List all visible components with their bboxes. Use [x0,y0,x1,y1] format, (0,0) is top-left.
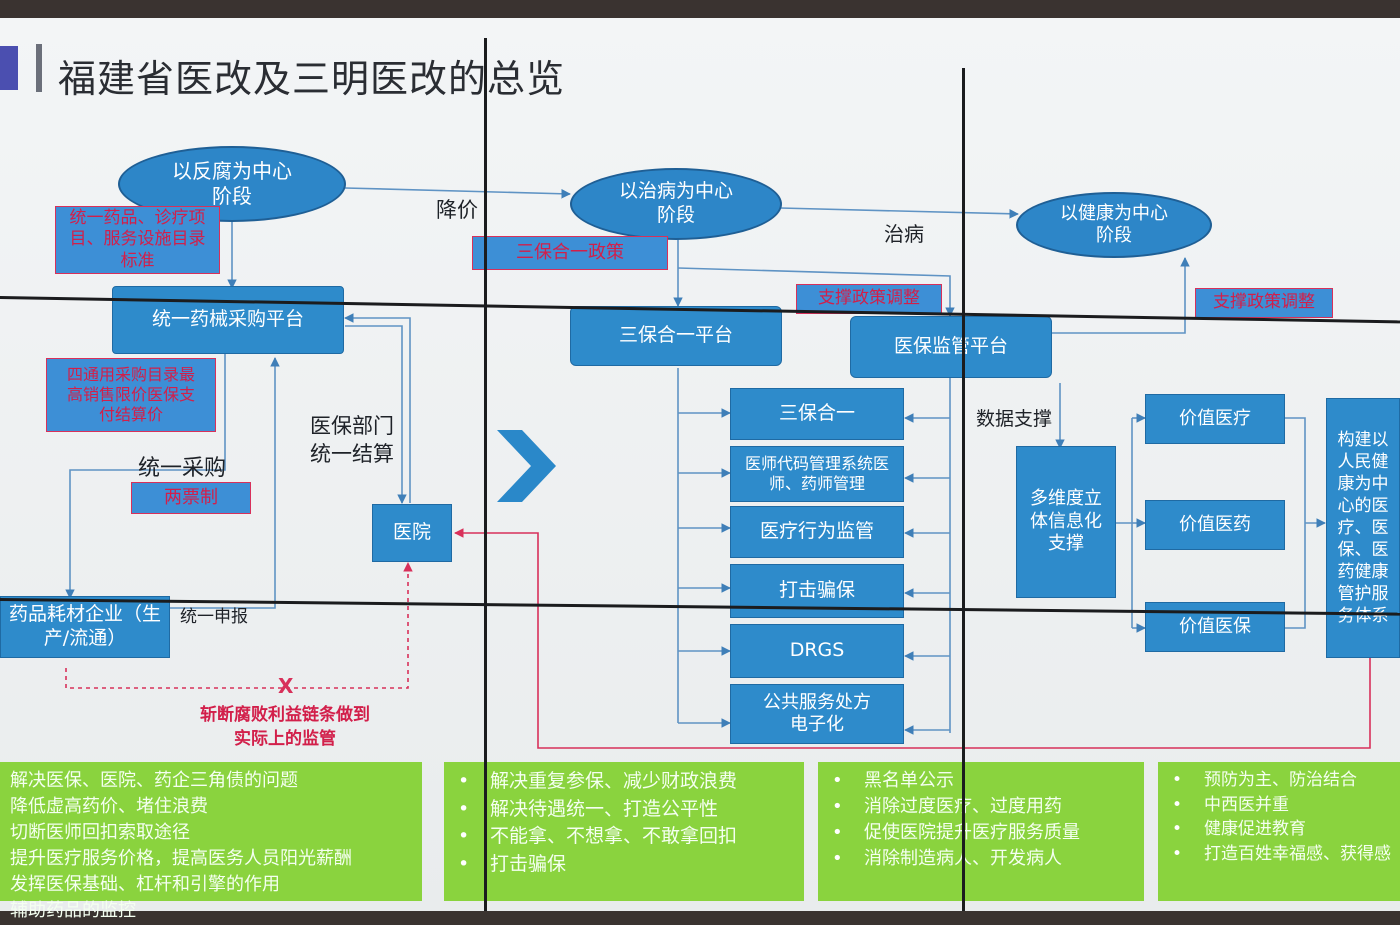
outcome-item: 解决医保、医院、药企三角债的问题 [10,770,298,791]
x-mark-icon: X [278,674,294,698]
panel-health-outcomes: 预防为主、防治结合 中西医并重 健康促进教育 打造百姓幸福感、获得感 [1158,762,1400,901]
box-three-in-one: 三保合一 [730,388,904,440]
outcome-item: 解决重复参保、减少财政浪费 [458,768,804,796]
label-data-support: 数据支撑 [976,408,1053,430]
note-three-in-one-policy: 三保合一政策 [472,236,668,270]
outcome-item: 健康促进教育 [1172,817,1400,842]
box-physician-code: 医师代码管理系统医师、药师管理 [730,446,904,502]
outcome-item: 黑名单公示 [832,768,1144,794]
outcome-item: 预防为主、防治结合 [1172,768,1400,793]
presentation-screen: 福建省医改及三明医改的总览 [0,18,1400,921]
outcome-item: 打击骗保 [458,851,804,879]
stage-anticorruption-label: 以反腐为中心阶段 [172,159,292,208]
note-policy-adjust-1: 支撑政策调整 [796,284,942,314]
stage-treatment: 以治病为中心阶段 [570,168,782,240]
title-accent-tab [0,46,18,90]
label-insurance-settlement: 医保部门统一结算 [310,414,394,467]
outcome-item: 切断医师回扣索取途径 [10,822,190,844]
outcome-item: 辅助药品的监控 [10,900,136,922]
outcome-item: 促使医院提升医疗服务质量 [832,820,1144,846]
link-supervision-stage3 [1050,257,1190,334]
link-stage1-stage2 [344,187,571,199]
outcome-item: 消除过度医疗、过度用药 [832,794,1144,820]
stage-health-label: 以健康为中心阶段 [1060,202,1168,247]
wall-seam-vertical-2 [962,68,965,911]
outcome-item: 提升医疗服务价格，提高医务人员阳光薪酬 [10,848,352,870]
label-price-cut: 降价 [436,198,478,222]
title-accent-bar [36,44,42,92]
outcome-item: 解决待遇统一、打造公平性 [458,796,804,824]
chevron-right-icon [497,430,556,502]
box-enterprise: 药品耗材企业（生产/流通） [0,596,170,658]
wall-seam-vertical-1 [484,38,487,911]
panel-supervision-outcomes: 黑名单公示 消除过度医疗、过度用药 促使医院提升医疗服务质量 消除制造病人、开发… [818,762,1144,901]
note-policy-adjust-2: 支撑政策调整 [1195,288,1333,318]
link-procure-enterprise [65,353,226,599]
box-three-in-one-platform: 三保合一平台 [570,306,782,366]
link-procure-hospital [345,325,407,504]
outcome-item: 发挥医保基础、杠杆和引擎的作用 [10,874,280,896]
panel-treatment-outcomes: 解决重复参保、减少财政浪费 解决待遇统一、打造公平性 不能拿、不想拿、不敢拿回扣… [444,762,804,901]
box-medical-behavior: 医疗行为监管 [730,506,904,558]
link-stage2-stage3 [779,207,1019,219]
note-four-catalog: 四通用采购目录最高销售限价医保支付结算价 [46,358,216,432]
label-unified-report: 统一申报 [180,607,248,627]
link-stage2-supervision [677,267,955,317]
box-public-service: 公共服务处方电子化 [730,684,904,744]
box-multi-info: 多维度立体信息化支撑 [1016,446,1116,598]
link-cut-chain [65,562,413,689]
outcome-item: 不能拿、不想拿、不敢拿回扣 [458,823,804,851]
link-values-people [1285,417,1325,629]
page-title: 福建省医改及三明医改的总览 [58,57,566,101]
link-multi-values [1115,418,1133,628]
link-hospital-procure [344,313,411,503]
box-value-medical: 价值医疗 [1145,394,1285,444]
stage-anticorruption: 以反腐为中心阶段 [118,146,346,222]
outcome-item: 消除制造病人、开发病人 [832,846,1144,872]
box-supervision-platform: 医保监管平台 [850,316,1052,378]
outcome-item: 降低虚高药价、堵住浪费 [10,796,208,818]
link-people-hospital [454,528,1371,749]
panel-anticorruption-outcomes: 解决医保、医院、药企三角债的问题 降低虚高药价、堵住浪费 切断医师回扣索取途径 … [0,762,422,921]
connector-layer [65,187,1371,749]
stage-treatment-label: 以治病为中心阶段 [618,180,733,226]
stage-health: 以健康为中心阶段 [1016,192,1212,258]
box-drgs: DRGS [730,624,904,678]
outcome-item: 中西医并重 [1172,793,1400,818]
box-people-health: 构建以人民健康为中心的医疗、医保、医药健康管护服务体系 [1326,398,1400,658]
box-value-medicine: 价值医药 [1145,500,1285,550]
box-procurement-platform: 统一药械采购平台 [112,286,344,354]
box-hospital: 医院 [372,504,452,562]
label-unified-purchase: 统一采购 [138,456,227,481]
link-enterprise-procure [170,357,280,609]
label-cut-chain: 斩断腐败利益链条做到实际上的监管 [200,705,370,749]
label-treat: 治病 [884,222,924,246]
outcome-item: 打造百姓幸福感、获得感 [1172,842,1400,867]
note-two-invoice: 两票制 [131,482,251,514]
note-unify-catalog: 统一药品、诊疗项目、服务设施目录标准 [55,206,220,274]
box-anti-fraud: 打击骗保 [730,564,904,618]
